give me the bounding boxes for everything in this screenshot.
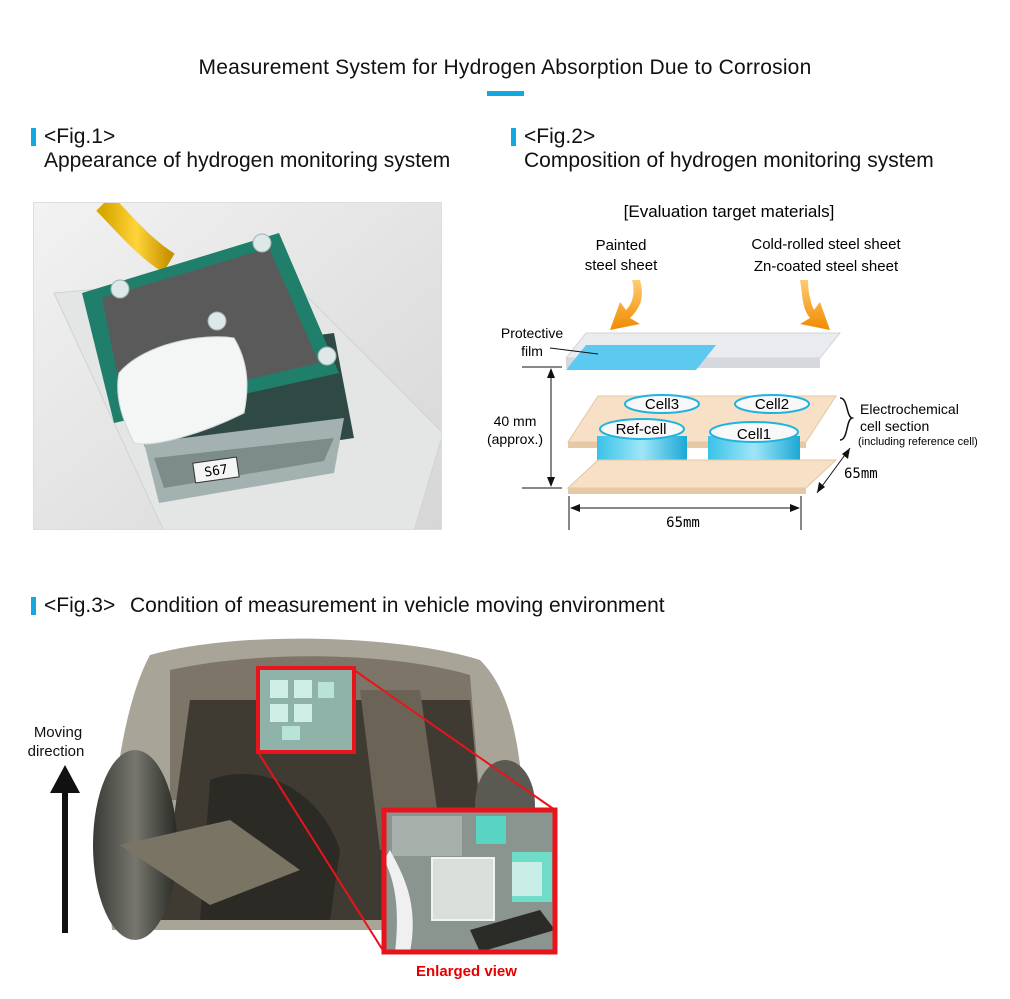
height-line1: 40 mm xyxy=(494,413,537,429)
coldrolled-line1: Cold-rolled steel sheet xyxy=(751,236,901,253)
base-plate xyxy=(566,459,838,489)
refcell-label: Ref-cell xyxy=(616,421,667,438)
highlight-box xyxy=(256,666,356,754)
eval-heading: [Evaluation target materials] xyxy=(624,202,835,221)
moving-direction-arrow xyxy=(50,765,80,940)
protective-line1: Protective xyxy=(501,325,563,341)
arrow-painted xyxy=(610,280,642,330)
enlarged-frame xyxy=(381,807,558,955)
painted-line1: Painted xyxy=(596,237,647,254)
cell1-label: Cell1 xyxy=(737,426,771,443)
section-line1: Electrochemical xyxy=(860,401,959,417)
fig2-diagram: [Evaluation target materials] Painted st… xyxy=(470,190,1010,540)
moving-line2: direction xyxy=(27,743,85,760)
title-underline xyxy=(487,91,524,96)
fig2-tag: <Fig.2> xyxy=(524,125,596,148)
height-line2: (approx.) xyxy=(487,431,543,447)
page-title: Measurement System for Hydrogen Absorpti… xyxy=(198,56,812,79)
fig3-vehicle xyxy=(0,630,620,990)
protective-line2: film xyxy=(521,343,543,359)
fig2-caption: Composition of hydrogen monitoring syste… xyxy=(524,149,934,172)
painted-line2: steel sheet xyxy=(585,257,658,274)
enlarged-label: Enlarged view xyxy=(416,963,517,980)
moving-line1: Moving xyxy=(33,724,83,741)
fig2-marker xyxy=(511,128,516,146)
fig3-marker xyxy=(31,597,36,615)
fig1-photo: S67 xyxy=(33,202,442,530)
cell3-label: Cell3 xyxy=(645,396,679,413)
fig1-caption: Appearance of hydrogen monitoring system xyxy=(44,149,451,172)
depth-label: 65mm xyxy=(844,466,878,482)
protective-film xyxy=(566,345,716,370)
section-line3: (including reference cell) xyxy=(858,436,978,448)
cell2-label: Cell2 xyxy=(755,396,789,413)
fig1-marker xyxy=(31,128,36,146)
fig3-tag: <Fig.3> xyxy=(44,594,116,617)
arrow-coldrolled xyxy=(800,280,830,330)
section-line2: cell section xyxy=(860,418,929,434)
fig1-tag: <Fig.1> xyxy=(44,125,116,148)
width-label: 65mm xyxy=(666,515,700,531)
coldrolled-line2: Zn-coated steel sheet xyxy=(754,258,899,275)
sample-label: S67 xyxy=(204,462,229,480)
fig3-caption: Condition of measurement in vehicle movi… xyxy=(130,594,665,617)
